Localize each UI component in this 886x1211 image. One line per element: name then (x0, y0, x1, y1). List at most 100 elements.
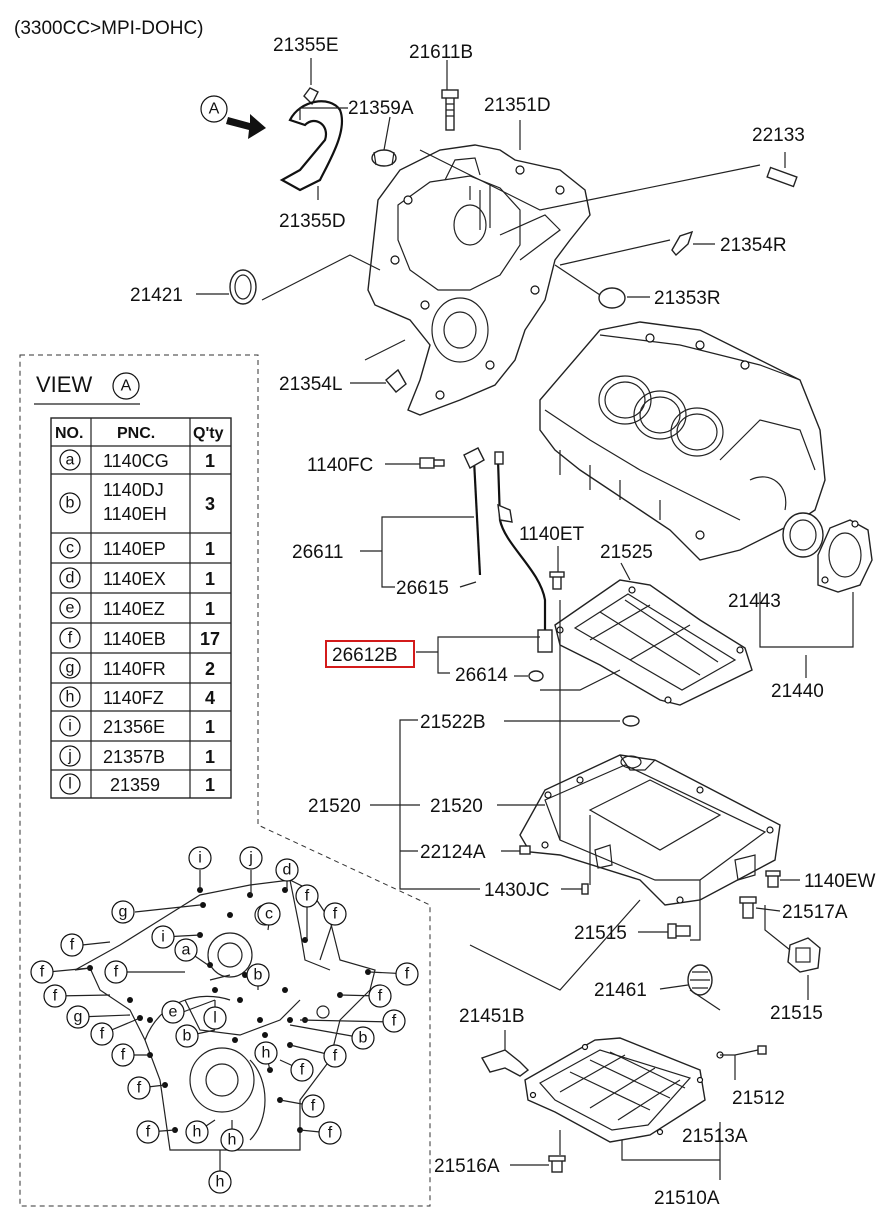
timing-cover[interactable] (367, 144, 591, 416)
label-26614[interactable]: 26614 (455, 665, 508, 686)
label-21520-right[interactable]: 21520 (430, 796, 483, 817)
part-22124A-pin[interactable] (519, 845, 531, 855)
label-21443[interactable]: 21443 (728, 591, 781, 612)
table-row-no: f (68, 630, 73, 647)
callout-f: f (311, 1098, 316, 1115)
label-21510A[interactable]: 21510A (654, 1188, 720, 1209)
part-21522B-oring[interactable] (622, 715, 640, 727)
part-21515-gasket[interactable] (787, 937, 821, 973)
table-row-no: e (66, 600, 75, 617)
table-row-pnc: 21357B (103, 747, 165, 767)
callout-f: f (100, 1026, 105, 1043)
table-row-qty: 3 (205, 494, 215, 514)
table-row-no: g (66, 660, 75, 677)
label-21461[interactable]: 21461 (594, 980, 647, 1001)
table-row-pnc: 1140FZ (103, 688, 164, 708)
label-22133[interactable]: 22133 (752, 125, 805, 146)
label-21611B[interactable]: 21611B (409, 42, 473, 63)
part-1430JC-plug[interactable] (581, 883, 589, 895)
label-21355D[interactable]: 21355D (279, 211, 346, 232)
part-21515-drain-plug[interactable] (667, 923, 691, 939)
table-row-qty: 1 (205, 539, 215, 559)
label-26612B[interactable]: 26612B (332, 645, 398, 666)
part-21520-upper-oil-pan[interactable] (519, 754, 781, 906)
part-21510A-lower-oil-pan[interactable] (524, 1037, 706, 1143)
label-21515-right[interactable]: 21515 (770, 1003, 823, 1024)
callout-f: f (328, 1125, 333, 1142)
part-21421-seal[interactable] (229, 269, 257, 305)
arrow-shape (226, 114, 266, 139)
label-21520-left[interactable]: 21520 (308, 796, 361, 817)
part-21611B-bolt[interactable] (441, 89, 459, 131)
view-a-heading-text: VIEW (36, 372, 92, 397)
label-1140ET[interactable]: 1140ET (519, 524, 585, 545)
label-21515-left[interactable]: 21515 (574, 923, 627, 944)
table-row-pnc: 1140EX (103, 569, 166, 589)
label-22124A[interactable]: 22124A (420, 842, 486, 863)
table-row-no: h (66, 689, 75, 706)
callout-a: a (182, 942, 191, 959)
label-21354R[interactable]: 21354R (720, 235, 787, 256)
part-22133-pin[interactable] (766, 166, 798, 188)
part-21451B-oil-screen[interactable] (480, 1049, 530, 1077)
callout-f: f (392, 1013, 397, 1030)
label-26615[interactable]: 26615 (396, 578, 449, 599)
callout-i: i (161, 929, 165, 946)
part-21525-ladder-frame[interactable] (554, 579, 753, 706)
label-21522B[interactable]: 21522B (420, 712, 486, 733)
callout-f: f (378, 988, 383, 1005)
callout-g: g (119, 904, 128, 921)
part-1140ET-bolt[interactable] (549, 571, 565, 590)
part-21517A-bolt[interactable] (739, 896, 757, 919)
table-header-qty: Q'ty (193, 425, 224, 442)
callout-l: l (213, 1010, 217, 1027)
table-row-no: c (66, 540, 74, 557)
label-21354L[interactable]: 21354L (279, 374, 342, 395)
fastener-table: NO. PNC. Q'ty a 1140CG 1 b 1140DJ 1140EH… (50, 417, 232, 799)
part-labels: 21355E 21611B 21359A 21351D 22133 21355D… (130, 35, 876, 1209)
part-21512-bolt[interactable] (757, 1045, 767, 1055)
table-row-pnc: 1140EZ (103, 599, 165, 619)
callout-f: f (405, 966, 410, 983)
leader-lines (196, 58, 854, 1180)
label-21421[interactable]: 21421 (130, 285, 183, 306)
label-1430JC[interactable]: 1430JC (484, 880, 550, 901)
part-21516A-bolt[interactable] (548, 1155, 566, 1173)
callout-f: f (137, 1080, 142, 1097)
part-21443-rear-seal[interactable] (782, 512, 824, 558)
table-row-qty: 4 (205, 688, 215, 708)
callout-f: f (70, 937, 75, 954)
part-21359A-dowel[interactable] (371, 149, 397, 167)
label-26611[interactable]: 26611 (292, 542, 343, 563)
part-21461-strainer[interactable] (687, 964, 713, 996)
label-1140EW[interactable]: 1140EW (804, 871, 876, 892)
table-row-pnc-2: 1140EH (103, 504, 167, 524)
part-21355-gaskets[interactable] (279, 87, 343, 192)
label-21516A[interactable]: 21516A (434, 1156, 500, 1177)
table-row-no: d (66, 570, 75, 587)
part-21354R-gasket[interactable] (671, 230, 694, 257)
engine-spec-title: (3300CC>MPI-DOHC) (14, 18, 204, 39)
table-row-no: i (68, 718, 72, 735)
part-21440-seal-retainer[interactable] (817, 519, 873, 593)
callout-f: f (333, 1048, 338, 1065)
callout-e: e (169, 1004, 178, 1021)
label-21440[interactable]: 21440 (771, 681, 824, 702)
label-21359A[interactable]: 21359A (348, 98, 414, 119)
part-1140FC-bolt[interactable] (419, 457, 445, 469)
part-26611-dipstick[interactable] (463, 447, 553, 653)
label-21355E[interactable]: 21355E (273, 35, 339, 56)
label-21513A[interactable]: 21513A (682, 1126, 748, 1147)
part-1140EW-bolt[interactable] (765, 870, 781, 888)
label-21512[interactable]: 21512 (732, 1088, 785, 1109)
callout-b: b (183, 1028, 192, 1045)
label-21525[interactable]: 21525 (600, 542, 653, 563)
label-1140FC[interactable]: 1140FC (307, 455, 373, 476)
label-21451B[interactable]: 21451B (459, 1006, 525, 1027)
part-21353R-oring[interactable] (598, 287, 626, 309)
label-21353R[interactable]: 21353R (654, 288, 721, 309)
label-21351D[interactable]: 21351D (484, 95, 551, 116)
part-21354L-gasket[interactable] (385, 368, 407, 393)
part-26614-oring[interactable] (528, 670, 544, 682)
label-21517A[interactable]: 21517A (782, 902, 848, 923)
